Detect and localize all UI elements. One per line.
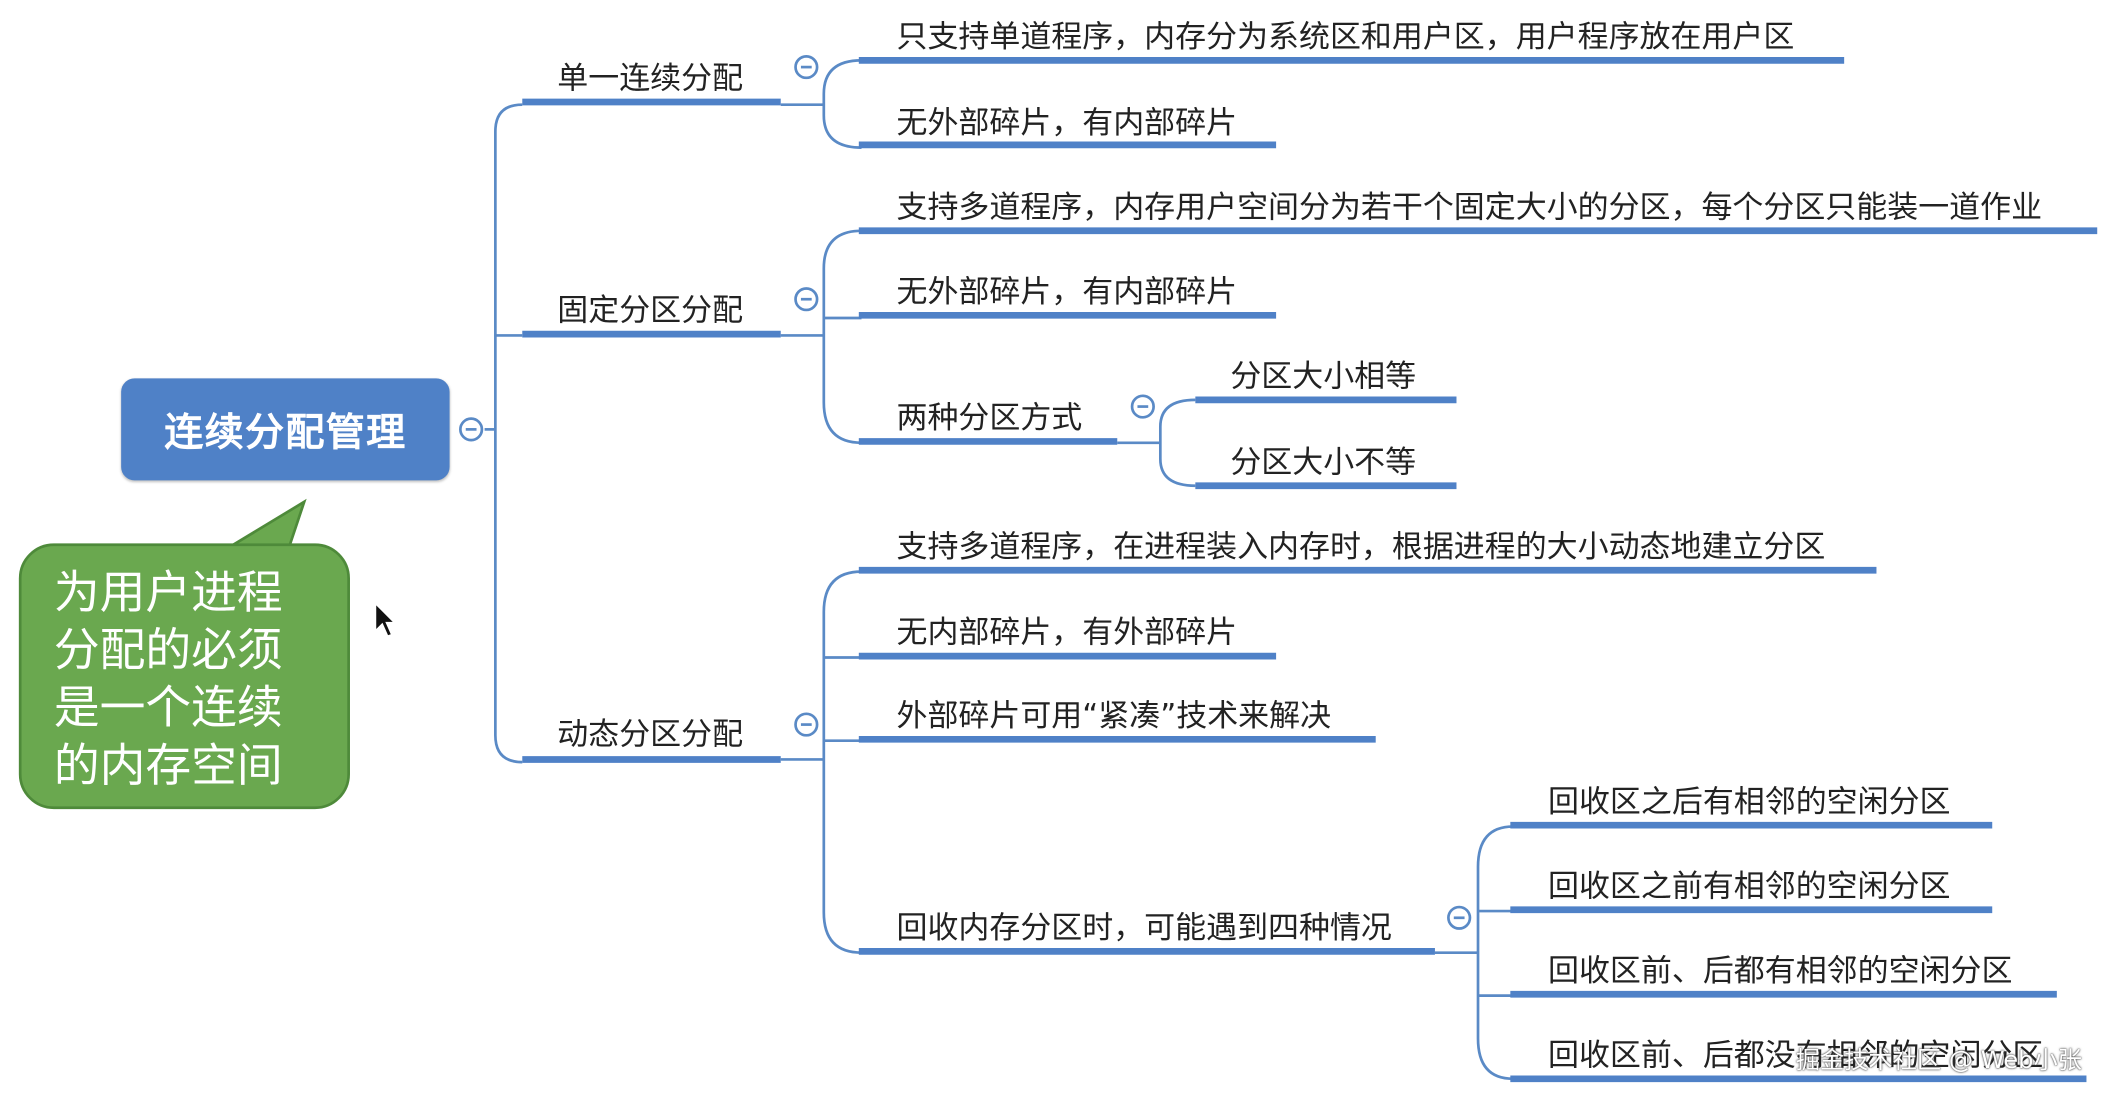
branch-2-collapse-icon[interactable] [794,287,819,312]
leaf-3-1[interactable]: 支持多道程序，在进程装入内存时，根据进程的大小动态地建立分区 [896,530,1826,565]
branch-2-bracket [822,229,862,445]
recycle-case-1[interactable]: 回收区之后有相邻的空闲分区 [1548,784,1951,820]
leaf-2-2[interactable]: 无外部碎片，有内部碎片 [896,275,1238,310]
leaf-3-4[interactable]: 回收内存分区时，可能遇到四种情况 [896,911,1392,946]
branch-1-collapse-icon[interactable] [794,55,819,80]
recycle-case-2[interactable]: 回收区之前有相邻的空闲分区 [1548,869,1951,905]
branch-3-collapse-icon[interactable] [794,712,819,737]
leaf-2-3[interactable]: 两种分区方式 [896,401,1083,437]
recycle-case-4[interactable]: 回收区前、后都没有相邻的空闲分区 [1548,1038,2044,1074]
leaf-1-1[interactable]: 只支持单道程序，内存分为系统区和用户区，用户程序放在用户区 [896,20,1795,56]
note-line-2: 分配的必须 [53,623,283,678]
mode-unequal[interactable]: 分区大小不等 [1230,445,1417,481]
watermark: 掘金技术社区 @ Web小张 [1795,1046,2082,1075]
mouse-cursor-icon [374,602,397,637]
branch-3-bracket [822,570,862,955]
leaf-3-3[interactable]: 外部碎片可用“紧凑”技术来解决 [896,699,1332,734]
leaf-1-2[interactable]: 无外部碎片，有内部碎片 [896,106,1238,141]
partition-modes-collapse-icon[interactable] [1130,394,1155,419]
mode-equal[interactable]: 分区大小相等 [1230,359,1417,395]
root-spine [494,103,523,764]
branch-1-bracket [822,59,862,149]
root-node[interactable]: 连续分配管理 [121,378,450,481]
recycle-bracket [1476,825,1514,1081]
recycle-case-3[interactable]: 回收区前、后都有相邻的空闲分区 [1548,954,2013,989]
note-line-1: 为用户进程 [53,566,283,620]
modes-bracket [1158,398,1196,488]
branch-fixed-partition[interactable]: 固定分区分配 [557,293,744,329]
root-collapse-icon[interactable] [459,417,484,442]
leaf-2-1[interactable]: 支持多道程序，内存用户空间分为若干个固定大小的分区，每个分区只能装一道作业 [896,190,2043,226]
leaf-3-2[interactable]: 无内部碎片，有外部碎片 [896,615,1238,651]
note-callout[interactable]: 为用户进程 分配的必须 是一个连续 的内存空间 [18,543,350,810]
branch-single-contiguous[interactable]: 单一连续分配 [557,61,744,97]
note-line-3: 是一个连续 [53,681,283,736]
note-line-4: 的内存空间 [53,739,283,794]
branch-dynamic-partition[interactable]: 动态分区分配 [557,717,744,753]
recycle-collapse-icon[interactable] [1447,905,1472,930]
